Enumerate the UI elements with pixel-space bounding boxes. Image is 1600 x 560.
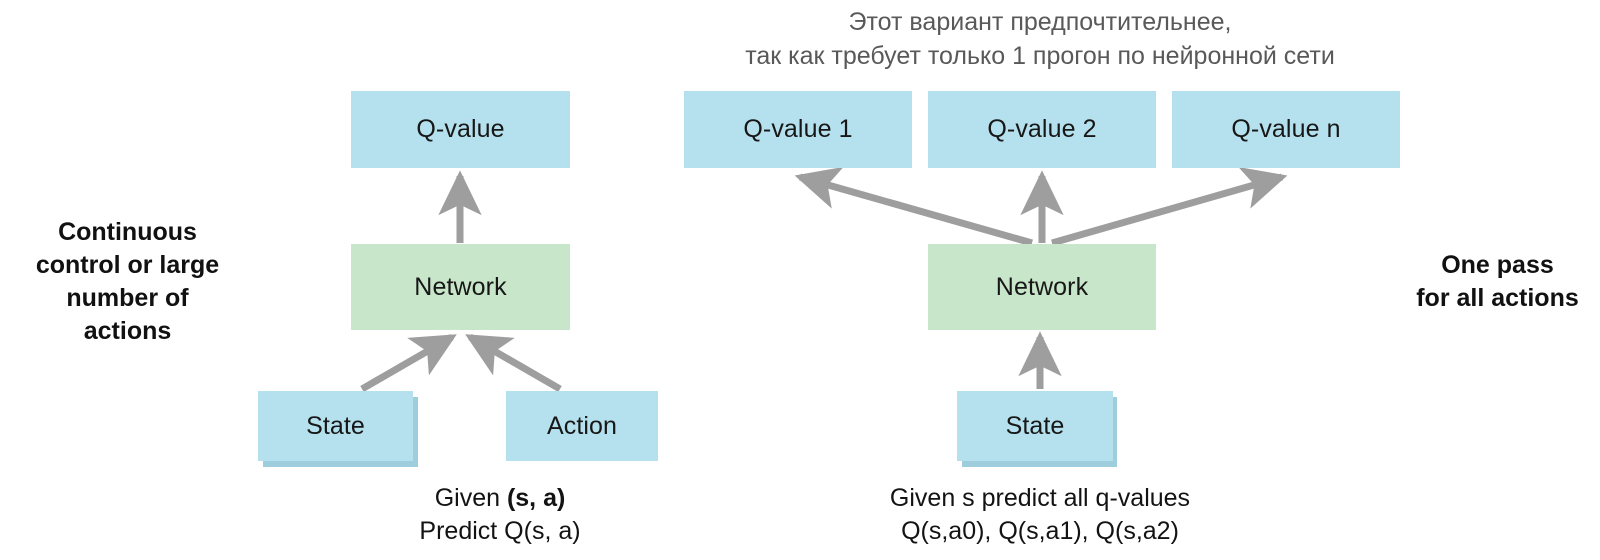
left-input-box-action[interactable]: Action (506, 391, 658, 461)
left-network-box[interactable]: Network (351, 244, 570, 330)
left-caption-line-2: Predict Q(s, a) (419, 516, 581, 545)
right-output-box-qvalue-1[interactable]: Q-value 1 (684, 91, 912, 168)
right-input-box-state[interactable]: State (957, 391, 1113, 461)
left-annotation-line-4: actions (83, 317, 172, 345)
left-caption-line-1-prefix: Given (434, 484, 507, 512)
left-caption: Given (s, a) Predict Q(s, a) (330, 482, 670, 547)
heading-note-line-2: так как требует только 1 прогон по нейро… (745, 41, 1335, 70)
right-output-box-qvalue-n-label: Q-value n (1231, 115, 1341, 143)
right-output-box-qvalue-2[interactable]: Q-value 2 (928, 91, 1156, 168)
left-annotation: Continuous control or large number of ac… (10, 216, 245, 348)
left-caption-line-1: Given (s, a) (330, 482, 670, 515)
right-output-box-qvalue-2-label: Q-value 2 (987, 115, 1097, 143)
right-caption: Given s predict all q-values Q(s,a0), Q(… (840, 482, 1240, 547)
right-annotation-line-2: for all actions (1416, 284, 1579, 312)
arrow-network-to-qvalue-1 (794, 166, 1033, 247)
left-caption-line-1-bold: (s, a) (506, 484, 566, 512)
right-annotation-line-1: One pass (1441, 251, 1554, 279)
heading-note: Этот вариант предпочтительнее, так как т… (640, 6, 1440, 73)
left-input-box-state-label: State (306, 411, 365, 440)
left-input-box-action-label: Action (546, 411, 618, 440)
left-output-box-qvalue[interactable]: Q-value (351, 91, 570, 168)
left-annotation-line-1: Continuous (58, 218, 197, 246)
arrow-action-to-network (465, 333, 562, 393)
right-caption-line-1: Given s predict all q-values (889, 484, 1191, 512)
left-input-box-state[interactable]: State (258, 391, 413, 461)
left-output-box-label: Q-value (416, 115, 505, 143)
left-annotation-line-3: number of (66, 284, 189, 312)
right-network-box[interactable]: Network (928, 244, 1156, 330)
right-input-box-state-label: State (1005, 411, 1065, 440)
arrow-network-to-qvalue-n (1051, 166, 1288, 247)
right-output-box-qvalue-1-label: Q-value 1 (743, 115, 853, 143)
right-output-box-qvalue-n[interactable]: Q-value n (1172, 91, 1400, 168)
right-caption-line-2: Q(s,a0), Q(s,a1), Q(s,a2) (901, 516, 1179, 545)
arrow-state-to-network (360, 333, 457, 393)
right-network-box-label: Network (995, 272, 1089, 301)
heading-note-line-1: Этот вариант предпочтительнее, (848, 8, 1232, 36)
left-annotation-line-2: control or large (35, 251, 220, 279)
left-network-box-label: Network (414, 272, 507, 301)
right-annotation: One pass for all actions (1395, 249, 1600, 315)
